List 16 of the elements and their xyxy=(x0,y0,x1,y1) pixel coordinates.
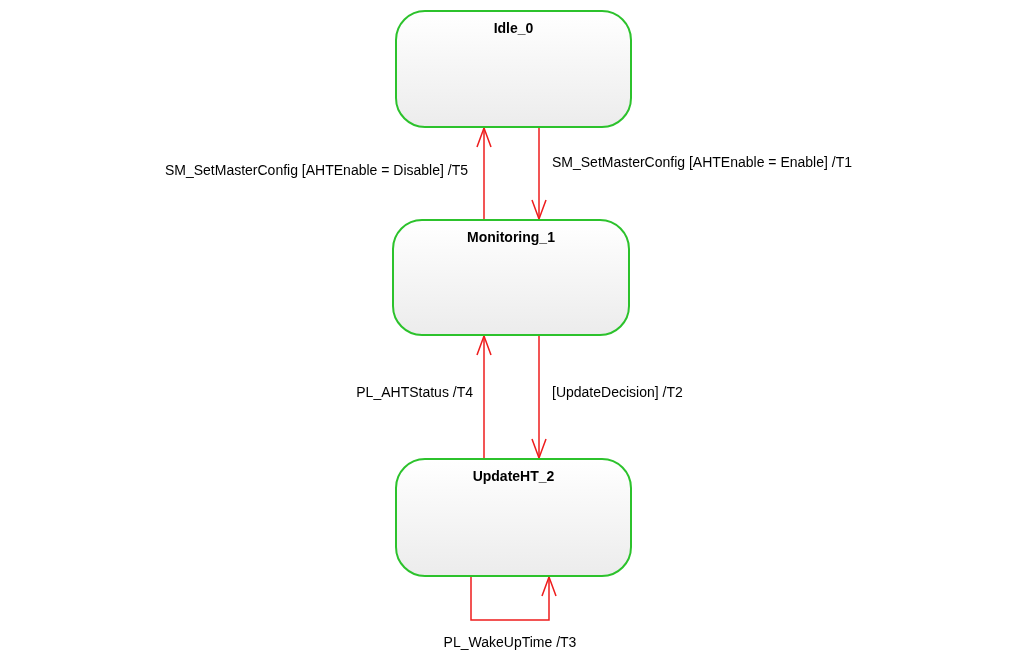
state-name: UpdateHT_2 xyxy=(472,468,555,484)
edge-label: PL_WakeUpTime /T3 xyxy=(443,634,577,650)
edge-label: [UpdateDecision] /T2 xyxy=(552,384,683,400)
arrow xyxy=(531,127,547,220)
state-box xyxy=(392,219,630,336)
state-name: Monitoring_1 xyxy=(467,229,555,245)
state-box xyxy=(395,458,632,577)
arrow xyxy=(476,127,492,220)
edge-label: PL_AHTStatus /T4 xyxy=(356,384,473,400)
arrow xyxy=(531,335,547,459)
state-box xyxy=(395,10,632,128)
edge-label: SM_SetMasterConfig [AHTEnable = Enable] /T1 xyxy=(552,154,852,170)
arrow xyxy=(476,335,492,459)
state-name: Idle_0 xyxy=(493,20,534,36)
arrow xyxy=(470,576,557,621)
edge-label: SM_SetMasterConfig [AHTEnable = Disable] /T5 xyxy=(164,162,468,178)
